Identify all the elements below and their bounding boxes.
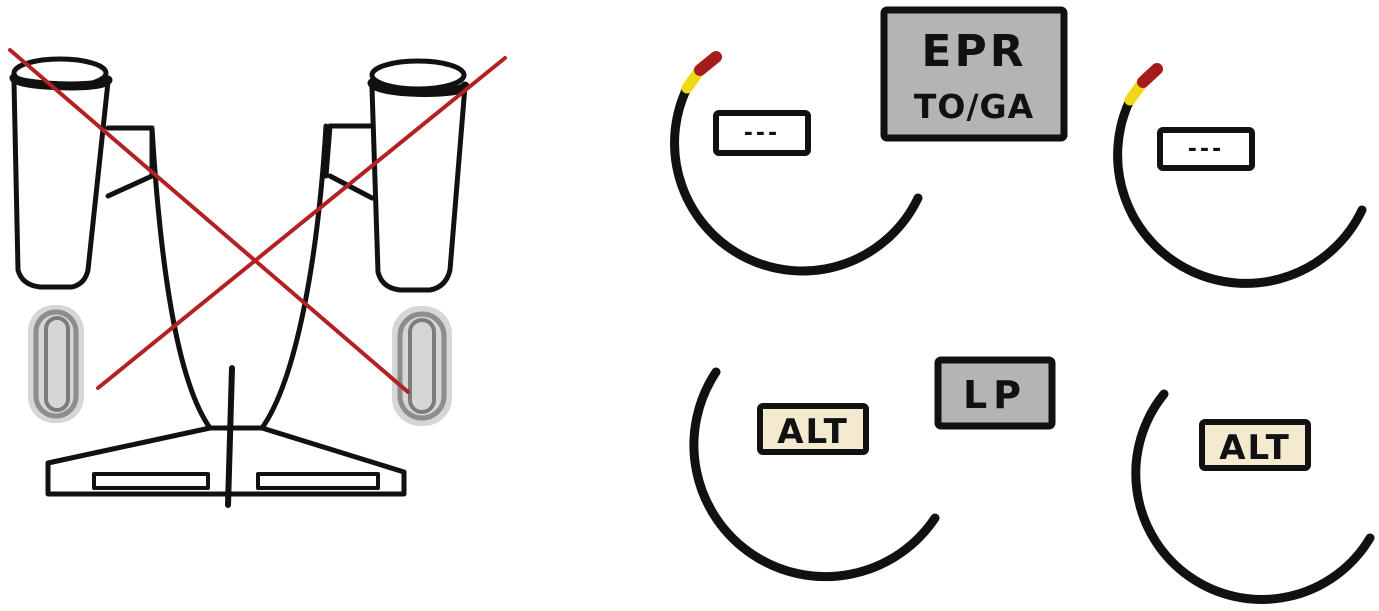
gauge-lower-right: ALT — [1131, 389, 1375, 604]
mode-box-lp: LP — [934, 356, 1056, 430]
right-wheel — [392, 306, 452, 426]
readout-value: --- — [1188, 137, 1224, 162]
readout-box — [713, 110, 811, 156]
mode-box-epr-toga: EPR TO/GA — [880, 6, 1068, 142]
right-engine — [323, 58, 470, 293]
readout-box — [1157, 127, 1255, 171]
gauge-lower-left: ALT — [689, 367, 940, 582]
redline-marker — [1137, 63, 1163, 88]
readout-value: ALT — [777, 412, 849, 452]
cross-out-mark — [8, 48, 507, 394]
gauge-arc — [1131, 389, 1375, 604]
readout-value: ALT — [1219, 428, 1291, 468]
mode-label-primary: EPR — [921, 26, 1026, 77]
mode-label-secondary: TO/GA — [914, 87, 1034, 126]
readout-box — [1199, 419, 1311, 471]
tailplane — [45, 365, 407, 508]
gauge-upper-right: --- — [1113, 63, 1367, 288]
fuselage — [149, 123, 329, 431]
left-engine — [9, 56, 155, 290]
readout-value: --- — [744, 121, 780, 146]
redline-marker — [694, 51, 722, 76]
gauge-arc — [689, 367, 940, 582]
left-wheel — [28, 305, 84, 423]
gauge-upper-left: --- — [670, 51, 923, 276]
aircraft-illustration — [8, 48, 507, 508]
readout-box — [757, 403, 869, 455]
engine-gauge-panel: --- --- EPR TO/GA ALT LP — [670, 6, 1375, 604]
gauge-arc — [1113, 95, 1367, 288]
gauge-arc — [670, 83, 923, 276]
mode-label: LP — [963, 373, 1027, 417]
